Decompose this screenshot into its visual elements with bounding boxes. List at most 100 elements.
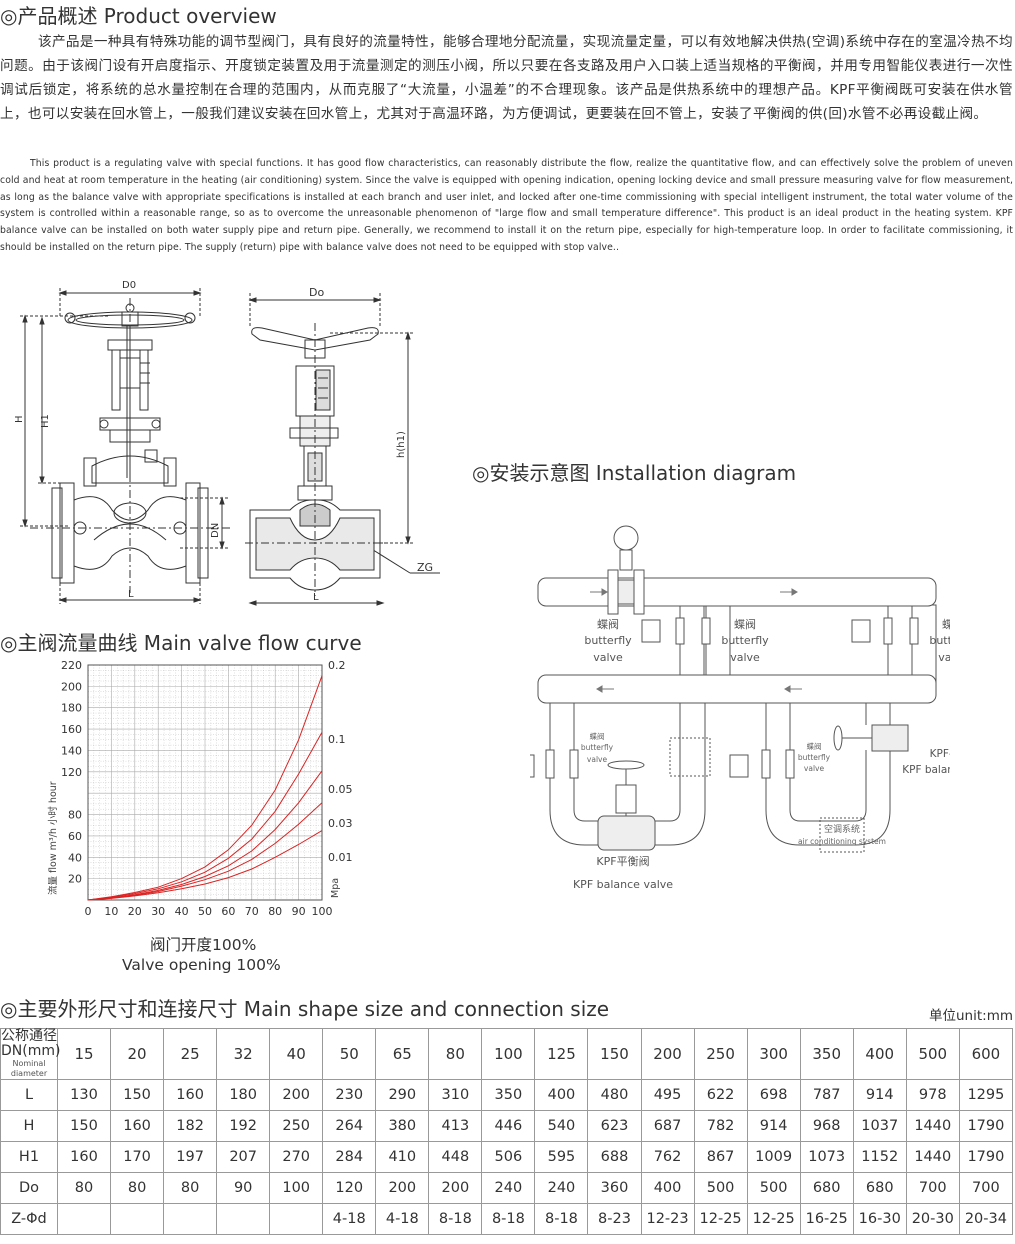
table-cell: 782 xyxy=(693,1110,748,1142)
table-cell: 160 xyxy=(110,1110,165,1142)
table-cell: 410 xyxy=(375,1141,430,1173)
table-cell: 1440 xyxy=(905,1110,960,1142)
table-cell: 540 xyxy=(534,1110,589,1142)
bv1-en2: valve xyxy=(593,651,623,664)
x-tick-label: 40 xyxy=(175,905,189,918)
table-cell: 310 xyxy=(428,1079,483,1111)
table-cell: 182 xyxy=(163,1110,218,1142)
table-cell: 380 xyxy=(375,1110,430,1142)
header-en1: Nominal xyxy=(12,1059,46,1068)
table-cell: 16-30 xyxy=(852,1203,907,1235)
bv5-cn: 蝶阀 xyxy=(807,741,822,751)
system-en: air conditioning system xyxy=(798,837,886,846)
table-cell: 500 xyxy=(746,1172,801,1204)
table-cell: 150 xyxy=(110,1079,165,1111)
table-cell xyxy=(110,1203,165,1235)
row-label: L xyxy=(0,1079,58,1111)
table-cell: 688 xyxy=(587,1141,642,1173)
table-cell: 80 xyxy=(110,1172,165,1204)
label-h: H xyxy=(14,415,25,423)
plot-frame xyxy=(87,664,323,901)
x-tick-label: 100 xyxy=(312,905,333,918)
y-axis-label: 流量 flow m³/h 小时 hour xyxy=(47,781,59,895)
label-l-left: L xyxy=(128,589,134,600)
bv2-cn: 蝶阀 xyxy=(734,617,756,631)
table-cell: 700 xyxy=(958,1172,1014,1204)
bv4-en2: valve xyxy=(587,755,608,764)
table-cell: 200 xyxy=(269,1079,324,1111)
table-cell: 20-34 xyxy=(958,1203,1014,1235)
table-cell: 446 xyxy=(481,1110,536,1142)
table-cell: 1440 xyxy=(905,1141,960,1173)
chart-title: ◎主阀流量曲线 Main valve flow curve xyxy=(0,631,362,655)
table-cell: 1037 xyxy=(852,1110,907,1142)
label-zg: ZG xyxy=(417,561,433,574)
table-cell: 787 xyxy=(799,1079,854,1111)
series-line xyxy=(87,802,323,901)
y-tick-label: 160 xyxy=(61,723,82,736)
label-h1: H1 xyxy=(40,414,51,428)
table-cell: 264 xyxy=(322,1110,377,1142)
table-cell: 400 xyxy=(640,1172,695,1204)
table-cell: 1152 xyxy=(852,1141,907,1173)
kpf1-en: KPF balance valve xyxy=(573,878,673,891)
chart-grid xyxy=(87,664,323,901)
overview-en-text: This product is a regulating valve with … xyxy=(0,158,1013,253)
y-tick-label: 20 xyxy=(68,873,82,886)
header-cn: 公称通径 xyxy=(1,1028,57,1044)
table-cell: 413 xyxy=(428,1110,483,1142)
table-cell: 160 xyxy=(56,1141,112,1173)
label-dn: DN xyxy=(210,523,221,538)
chart-series xyxy=(87,675,323,901)
row-label: Do xyxy=(0,1172,58,1204)
table-cell: 1009 xyxy=(746,1141,801,1173)
table-cell: 192 xyxy=(216,1110,271,1142)
table-header-cell: 65 xyxy=(375,1028,430,1080)
series-label: 0.05 xyxy=(328,783,353,796)
bv5-en2: valve xyxy=(804,764,825,773)
table-cell: 12-23 xyxy=(640,1203,695,1235)
label-d0: D0 xyxy=(122,280,136,291)
bv3-en2: valve xyxy=(938,651,950,664)
table-cell: 350 xyxy=(481,1079,536,1111)
table-cell: 360 xyxy=(587,1172,642,1204)
table-header-cell: 125 xyxy=(534,1028,589,1080)
table-cell: 180 xyxy=(216,1079,271,1111)
bv2-en2: valve xyxy=(730,651,760,664)
table-cell: 100 xyxy=(269,1172,324,1204)
table-header-cell: 350 xyxy=(799,1028,854,1080)
table-cell: 480 xyxy=(587,1079,642,1111)
table-header-cell: 400 xyxy=(852,1028,907,1080)
table-cell: 448 xyxy=(428,1141,483,1173)
series-label: 0.2 xyxy=(328,659,346,672)
table-header-cell: 50 xyxy=(322,1028,377,1080)
y-tick-label: 140 xyxy=(61,744,82,757)
table-cell: 1790 xyxy=(958,1141,1014,1173)
table-cell: 4-18 xyxy=(375,1203,430,1235)
kpf1-cn: KPF平衡阀 xyxy=(596,854,649,868)
installation-title: ◎安装示意图 Installation diagram xyxy=(472,461,797,485)
bv2-en1: butterfly xyxy=(721,634,769,647)
installation-diagram: 蝶阀 butterfly valve 蝶阀 butterfly valve 蝶阀… xyxy=(530,525,950,891)
table-cell: 150 xyxy=(56,1110,112,1142)
y-tick-label: 180 xyxy=(61,702,82,715)
table-header-cell: 32 xyxy=(216,1028,271,1080)
table-cell: 595 xyxy=(534,1141,589,1173)
table-cell: 8-18 xyxy=(534,1203,589,1235)
table-cell: 290 xyxy=(375,1079,430,1111)
bv1-en1: butterfly xyxy=(584,634,632,647)
x-tick-label: 10 xyxy=(104,905,118,918)
table-unit: 单位unit:mm xyxy=(928,1008,1013,1024)
table-cell xyxy=(163,1203,218,1235)
table-cell: 250 xyxy=(269,1110,324,1142)
table-cell: 270 xyxy=(269,1141,324,1173)
table-cell: 284 xyxy=(322,1141,377,1173)
y-tick-label: 220 xyxy=(61,659,82,672)
series-label: 0.1 xyxy=(328,733,346,746)
series-line xyxy=(87,675,323,901)
header-dn: DN(mm) xyxy=(1,1043,61,1059)
y-tick-label: 40 xyxy=(68,851,82,864)
